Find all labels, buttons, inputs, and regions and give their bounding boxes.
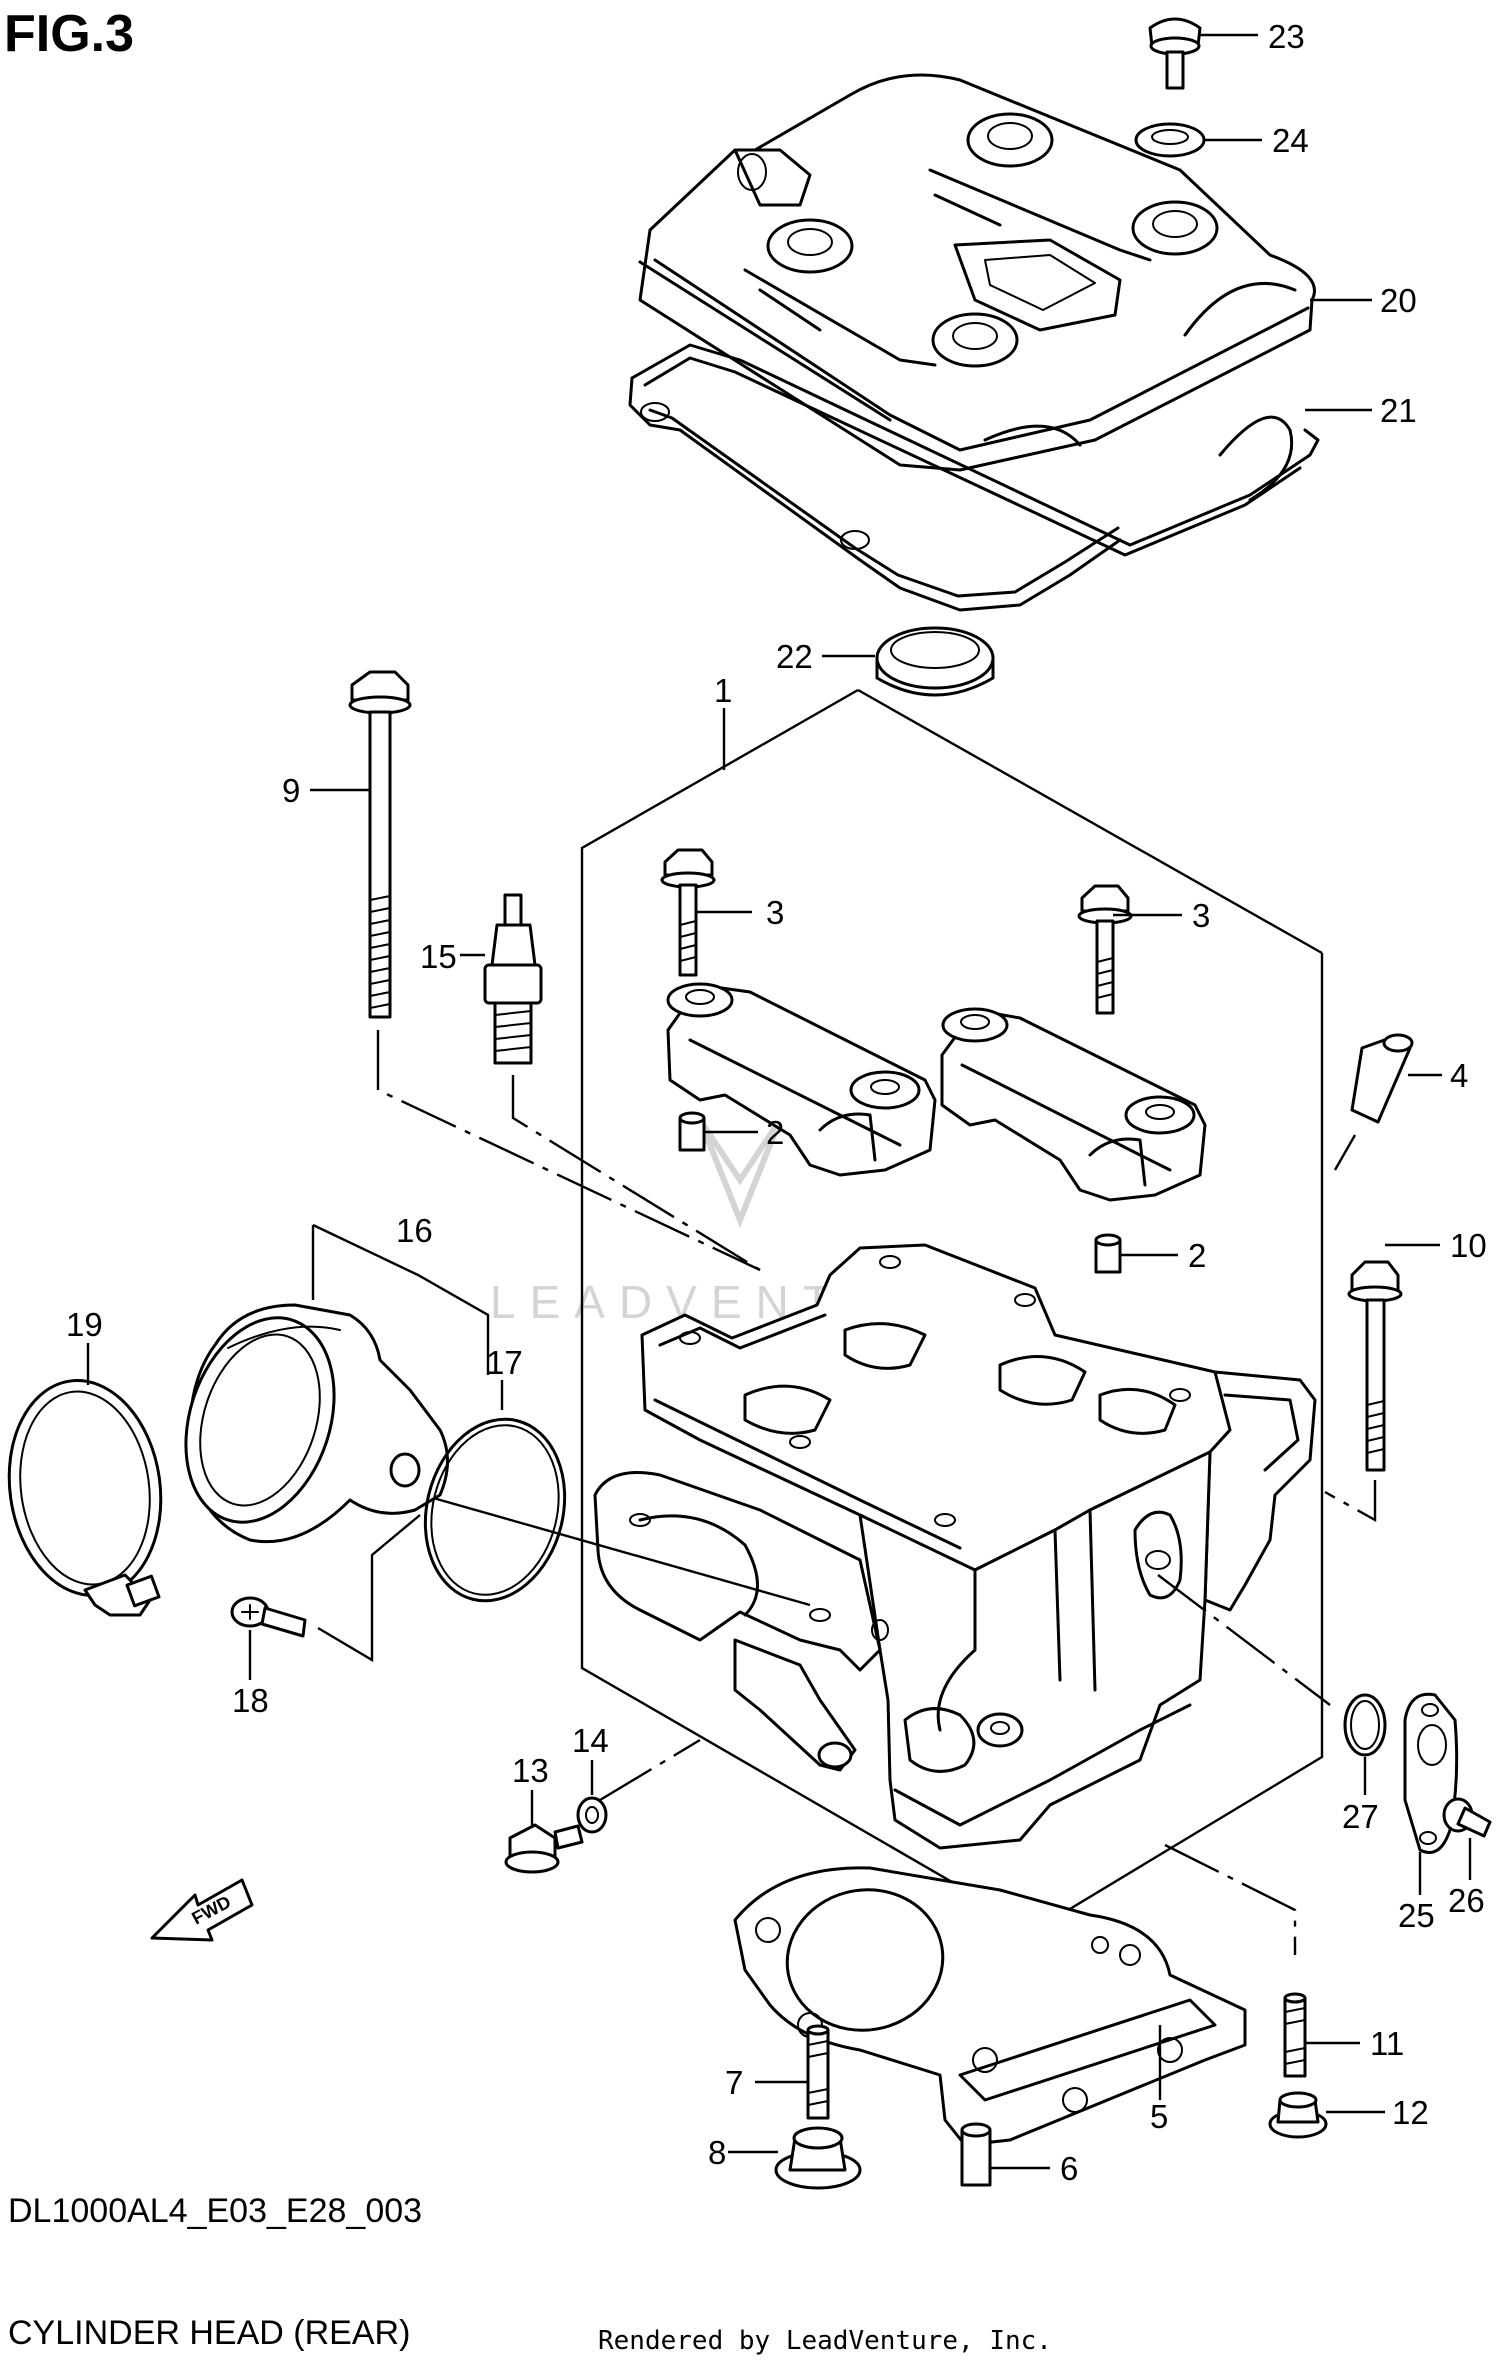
cap-bolt-part-23 — [1148, 17, 1202, 90]
callout-15: 15 — [420, 938, 457, 975]
nut-part-8 — [774, 2126, 862, 2190]
bolt-part-3-left — [660, 848, 716, 977]
callout-1: 1 — [714, 672, 732, 709]
intake-pipe-part-16 — [184, 1303, 449, 1544]
spark-plug-part-15 — [483, 893, 543, 1065]
flange-bolt-part-13 — [504, 1823, 584, 1874]
callout-25: 25 — [1398, 1897, 1435, 1934]
callout-8: 8 — [708, 2134, 726, 2171]
callout-3-right: 3 — [1192, 897, 1210, 934]
callout-6: 6 — [1060, 2150, 1078, 2187]
bolt-part-10 — [1347, 1260, 1403, 1472]
o-ring-part-27 — [1343, 1693, 1387, 1757]
stud-bolt-part-7 — [806, 2024, 830, 2120]
camshaft-holder-left — [666, 982, 937, 1177]
callout-10: 10 — [1450, 1227, 1487, 1264]
callout-3-left: 3 — [766, 894, 784, 931]
dowel-pin-part-6 — [960, 2122, 992, 2187]
dowel-pin-part-2-right — [1094, 1233, 1122, 1274]
callout-17: 17 — [486, 1344, 523, 1381]
screw-part-18 — [230, 1596, 307, 1638]
bolt-part-3-right — [1077, 884, 1133, 1015]
stud-bolt-part-11 — [1283, 1992, 1307, 2078]
washer-part-24 — [1134, 122, 1206, 158]
o-ring-part-17 — [423, 1417, 567, 1603]
plug-seal-part-22 — [875, 626, 995, 697]
callout-11: 11 — [1370, 2025, 1404, 2062]
cylinder-head-group-outline — [580, 688, 1324, 1932]
callout-9: 9 — [282, 772, 300, 809]
callout-7: 7 — [725, 2064, 743, 2101]
callout-16: 16 — [396, 1212, 433, 1249]
diagram-code: DL1000AL4_E03_E28_003 — [8, 2192, 423, 2230]
callout-2-left: 2 — [766, 1114, 784, 1151]
hose-clamp-part-19 — [7, 1379, 163, 1617]
render-credit: Rendered by LeadVenture, Inc. — [598, 2326, 1052, 2356]
cylinder-head-cover-part-20 — [638, 73, 1316, 502]
dowel-pin-part-2-left — [678, 1111, 706, 1152]
callout-5: 5 — [1150, 2098, 1168, 2135]
callout-13: 13 — [512, 1752, 549, 1789]
callout-20: 20 — [1380, 282, 1417, 319]
callout-21: 21 — [1380, 392, 1417, 429]
fwd-direction-arrow: FWD — [150, 1878, 254, 1942]
callout-22: 22 — [776, 638, 813, 675]
diagram-caption: CYLINDER HEAD (REAR) — [8, 2314, 411, 2352]
callout-2-right: 2 — [1188, 1237, 1206, 1274]
figure-title: FIG.3 — [4, 5, 135, 63]
nut-part-12 — [1268, 2091, 1328, 2139]
callout-12: 12 — [1392, 2094, 1429, 2131]
screw-part-26 — [1442, 1797, 1492, 1838]
callout-14: 14 — [572, 1722, 609, 1759]
callout-4: 4 — [1450, 1057, 1468, 1094]
cover-gasket-part-21 — [628, 343, 1320, 612]
camshaft-holder-right — [940, 1007, 1207, 1202]
callout-27: 27 — [1342, 1798, 1379, 1835]
guide-pin-part-4 — [1350, 1033, 1414, 1124]
callout-19: 19 — [66, 1306, 103, 1343]
callout-18: 18 — [232, 1682, 269, 1719]
callout-26: 26 — [1448, 1882, 1485, 1919]
cylinder-head-body — [593, 1243, 1317, 1850]
washer-part-14 — [576, 1796, 608, 1834]
long-bolt-part-9 — [348, 670, 412, 1019]
callout-24: 24 — [1272, 122, 1309, 159]
callout-23: 23 — [1268, 18, 1305, 55]
